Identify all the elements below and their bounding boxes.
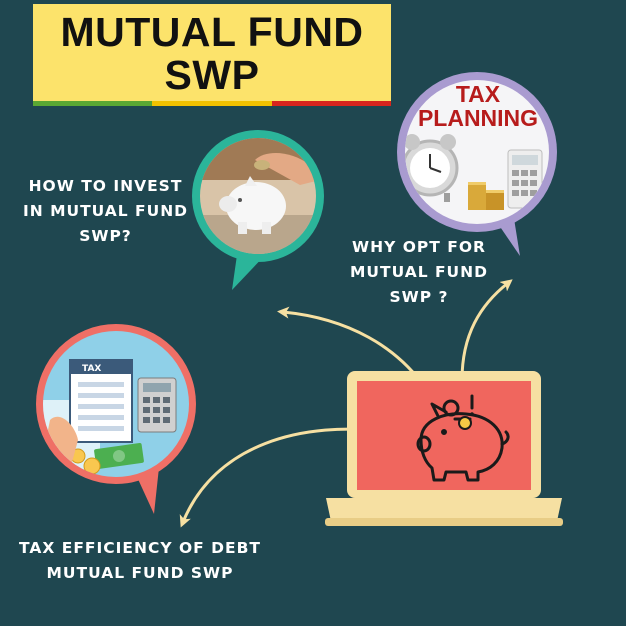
pin-tax-planning: TAX PLANNING [397,72,557,256]
tax-card-line-1: TAX [456,81,501,107]
arrow-to-how [277,306,434,399]
label-how-to-invest: HOW TO INVEST IN MUTUAL FUND SWP? [22,177,189,245]
pin-tax-efficiency: TAX [36,324,196,514]
title-line-2: SWP [164,52,260,98]
piggy-bank-icon [219,176,286,234]
label-tax-efficiency: TAX EFFICIENCY OF DEBT MUTUAL FUND SWP [19,539,261,582]
title-line-1: MUTUAL FUND [60,9,364,55]
tax-card-line-2: PLANNING [418,105,538,131]
calculator-icon [507,149,543,209]
label-why-opt: WHY OPT FOR MUTUAL FUND SWP ? [350,238,488,306]
pin-how-to-invest [192,130,324,290]
calculator-icon [137,377,177,433]
coin-stack-icon [468,182,504,210]
dollar-bill-icon [70,443,144,475]
alarm-clock-icon [405,134,459,202]
arrow-to-tax [179,427,393,528]
title-stripe [33,101,391,106]
coin-icon [442,399,460,417]
exclamation-icon [470,394,474,416]
laptop-illustration [325,371,563,526]
coin-icon [458,416,472,430]
title-banner: MUTUAL FUND SWP [33,4,391,104]
sheet-header: TAX [82,364,101,374]
piggy-bank-icon [416,402,510,482]
